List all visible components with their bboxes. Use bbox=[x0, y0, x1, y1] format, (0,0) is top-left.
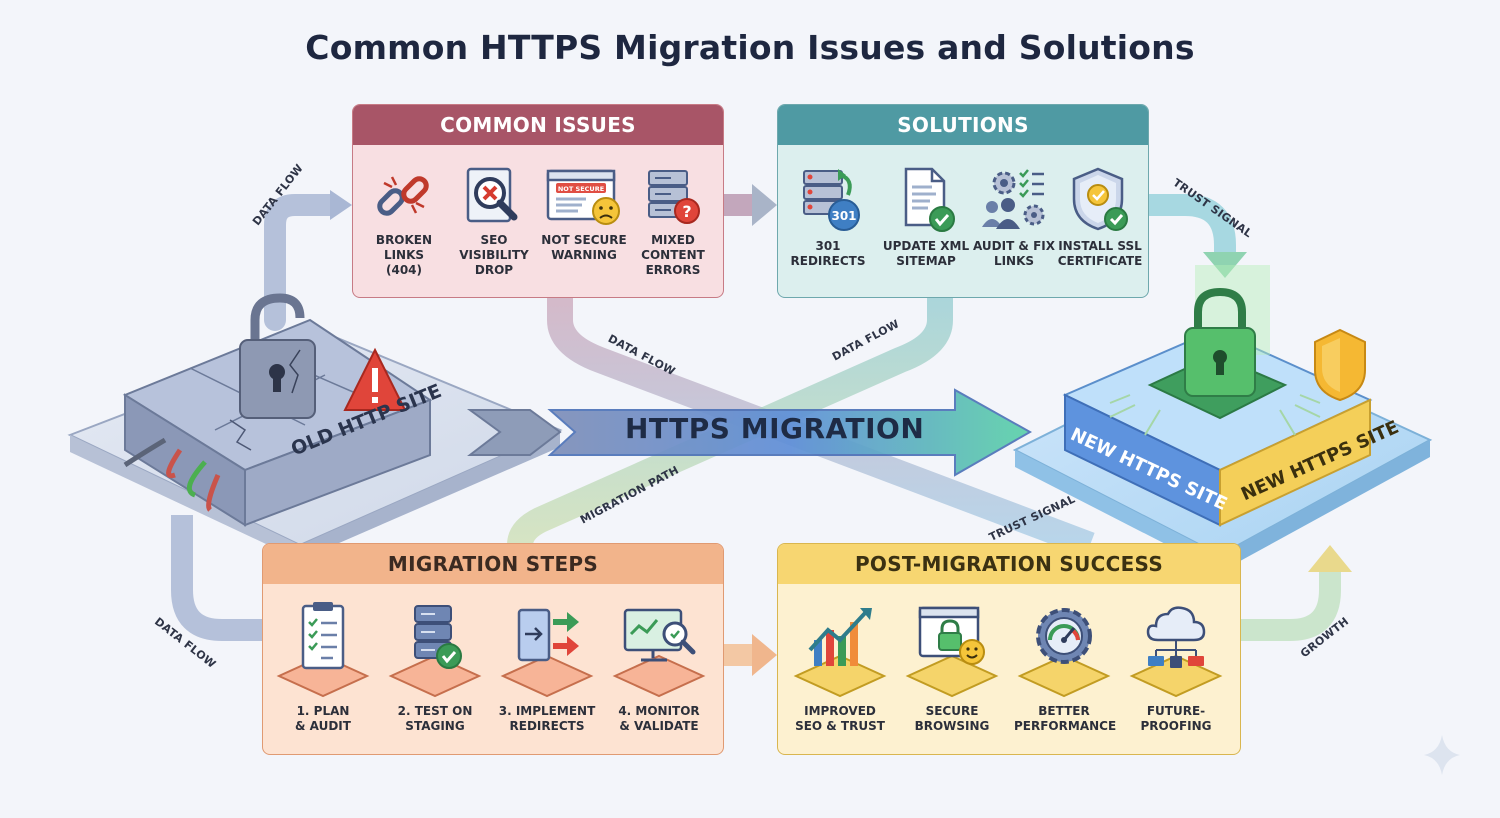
https-migration-label: HTTPS MIGRATION bbox=[625, 412, 925, 445]
step-label: 1. PLAN & AUDIT bbox=[295, 704, 351, 733]
step-item: 3. IMPLEMENT REDIRECTS bbox=[497, 600, 597, 734]
warning-triangle-icon bbox=[343, 347, 407, 411]
old-site-block-front bbox=[244, 398, 431, 527]
success-label: FUTURE- PROOFING bbox=[1140, 704, 1212, 733]
chevron-right-icon bbox=[466, 409, 562, 456]
cloud-network-icon bbox=[1129, 606, 1223, 698]
speed-gauge-icon bbox=[1017, 608, 1111, 698]
common-issues-panel: COMMON ISSUES BROKEN LINKS (404) SEO VIS… bbox=[352, 104, 724, 298]
issue-item: NOT SECURE NOT SECURE WARNING bbox=[539, 165, 629, 263]
issue-label: MIXED CONTENT ERRORS bbox=[641, 233, 705, 277]
not-secure-browser-icon: NOT SECURE bbox=[546, 169, 620, 225]
redirect-badge: 301 bbox=[831, 209, 856, 223]
solution-label: UPDATE XML SITEMAP bbox=[882, 239, 970, 268]
staging-server-icon bbox=[388, 605, 482, 698]
clipboard-checklist-icon bbox=[276, 602, 370, 698]
post-migration-success-header: POST-MIGRATION SUCCESS bbox=[778, 544, 1240, 584]
issue-label: BROKEN LINKS (404) bbox=[375, 233, 433, 277]
server-error-icon: ? bbox=[648, 170, 700, 224]
issue-label: NOT SECURE WARNING bbox=[541, 233, 627, 262]
growth-chart-icon bbox=[793, 608, 887, 698]
issue-item: SEO VISIBILITY DROP bbox=[449, 165, 539, 278]
audit-gears-icon bbox=[982, 169, 1045, 229]
solution-item: UPDATE XML SITEMAP bbox=[882, 165, 970, 269]
broken-link-icon bbox=[377, 176, 429, 216]
success-label: BETTER PERFORMANCE bbox=[1014, 704, 1117, 733]
issue-item: ? MIXED CONTENT ERRORS bbox=[627, 165, 719, 278]
ssl-shield-icon bbox=[1072, 167, 1128, 231]
success-item: SECURE BROWSING bbox=[902, 600, 1002, 734]
solution-item: INSTALL SSL CERTIFICATE bbox=[1056, 165, 1144, 269]
redirect-arrows-icon bbox=[500, 608, 594, 698]
cable bbox=[186, 460, 207, 498]
arrow-head-icon bbox=[330, 190, 352, 220]
success-item: FUTURE- PROOFING bbox=[1126, 600, 1226, 734]
not-secure-badge: NOT SECURE bbox=[558, 185, 604, 193]
new-site-block-side bbox=[1219, 398, 1371, 527]
data-flow-pipe bbox=[547, 296, 1095, 558]
https-migration-arrow bbox=[547, 388, 1033, 477]
post-migration-success-panel: POST-MIGRATION SUCCESS IMPROVED SEO & TR… bbox=[777, 543, 1241, 755]
success-item: BETTER PERFORMANCE bbox=[1014, 600, 1117, 734]
migration-steps-panel: MIGRATION STEPS 1. PLAN & AUDIT 2. TE bbox=[262, 543, 724, 755]
solution-item: 301 301 REDIRECTS bbox=[782, 165, 874, 269]
step-item: 2. TEST ON STAGING bbox=[385, 600, 485, 734]
new-site-platform-side bbox=[1220, 440, 1430, 572]
sitemap-document-icon bbox=[904, 167, 955, 232]
arrow-head-icon bbox=[1308, 545, 1352, 572]
growth-pipe bbox=[1240, 570, 1341, 641]
issue-label: SEO VISIBILITY DROP bbox=[459, 233, 529, 277]
solution-label: INSTALL SSL CERTIFICATE bbox=[1057, 239, 1143, 268]
success-label: SECURE BROWSING bbox=[914, 704, 990, 733]
success-item: IMPROVED SEO & TRUST bbox=[790, 600, 890, 734]
solution-label: 301 REDIRECTS bbox=[790, 239, 866, 268]
page-title: Common HTTPS Migration Issues and Soluti… bbox=[305, 28, 1195, 67]
magnifier-x-icon bbox=[466, 167, 518, 223]
secure-browser-icon bbox=[905, 606, 999, 698]
secure-padlock-icon bbox=[1109, 265, 1321, 436]
migration-path-pipe bbox=[507, 296, 953, 547]
broken-padlock-icon bbox=[239, 293, 316, 419]
common-issues-header: COMMON ISSUES bbox=[353, 105, 723, 145]
step-label: 4. MONITOR & VALIDATE bbox=[618, 704, 700, 733]
step-label: 3. IMPLEMENT REDIRECTS bbox=[498, 704, 596, 733]
solution-label: AUDIT & FIX LINKS bbox=[972, 239, 1055, 268]
cable bbox=[206, 474, 221, 512]
solutions-panel: SOLUTIONS 301 301 REDIRECTS U bbox=[777, 104, 1149, 298]
cable bbox=[123, 437, 167, 468]
data-flow-pipe bbox=[264, 194, 343, 331]
svg-text:?: ? bbox=[682, 202, 691, 221]
solutions-header: SOLUTIONS bbox=[778, 105, 1148, 145]
issue-item: BROKEN LINKS (404) bbox=[359, 165, 449, 278]
step-label: 2. TEST ON STAGING bbox=[397, 704, 473, 733]
cable bbox=[166, 448, 183, 479]
arrow-head-icon bbox=[752, 634, 777, 676]
arrow-head-icon bbox=[752, 184, 777, 226]
shield-icon bbox=[1314, 328, 1366, 402]
success-label: IMPROVED SEO & TRUST bbox=[795, 704, 885, 733]
server-redirect-icon: 301 bbox=[803, 169, 860, 231]
step-item: 1. PLAN & AUDIT bbox=[273, 600, 373, 734]
arrow-head-icon bbox=[1203, 252, 1247, 278]
sparkle-icon bbox=[1424, 735, 1460, 775]
crack-lines bbox=[229, 419, 252, 451]
trust-signal-pipe bbox=[1148, 194, 1236, 255]
old-site-platform-side bbox=[300, 430, 560, 560]
new-site-platform-side bbox=[1015, 450, 1220, 572]
data-flow-pipe bbox=[171, 515, 262, 641]
migration-steps-header: MIGRATION STEPS bbox=[263, 544, 723, 584]
monitor-magnifier-icon bbox=[612, 608, 706, 698]
solution-item: AUDIT & FIX LINKS bbox=[970, 165, 1058, 269]
step-item: 4. MONITOR & VALIDATE bbox=[609, 600, 709, 734]
